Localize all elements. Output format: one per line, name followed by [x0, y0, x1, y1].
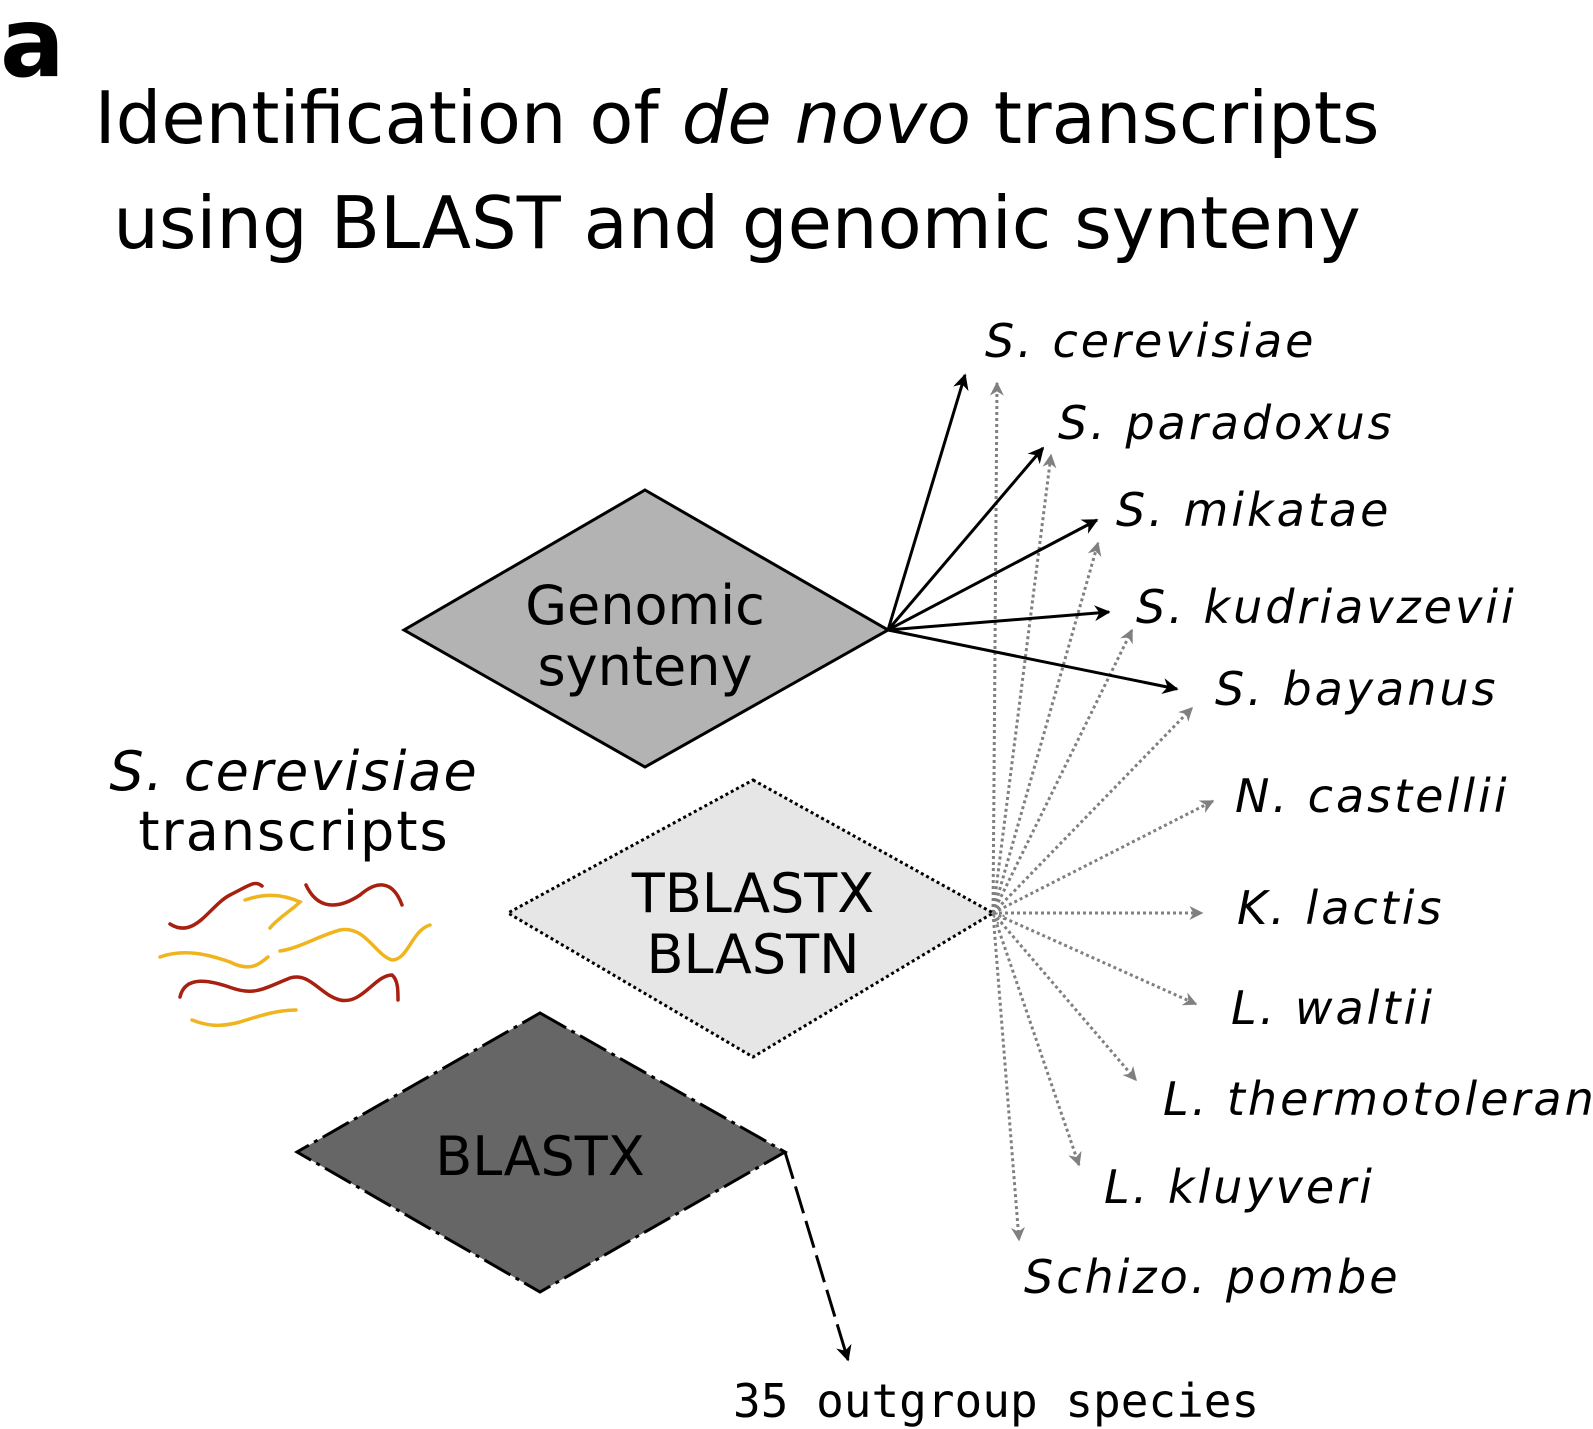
species-label: L. waltii [1231, 981, 1435, 1035]
blast-hub [993, 912, 1005, 924]
transcript-yellow-3 [278, 923, 432, 962]
synteny-arrows [886, 373, 1179, 694]
blastn-label: BLASTN [647, 923, 860, 986]
input-transcripts-label: transcripts [138, 800, 449, 863]
species-label: N. castellii [1235, 769, 1510, 823]
species-labels: S. cerevisiae S. paradoxus S. mikatae S.… [985, 314, 1593, 1304]
outgroup-label: 35 outgroup species [733, 1374, 1259, 1428]
species-label: S. kudriavzevii [1136, 580, 1517, 634]
blast-arrow-s-kudriavzevii [991, 628, 1134, 914]
species-label: S. cerevisiae [985, 314, 1317, 368]
title-line-1: Identification of de novo transcripts [94, 76, 1379, 160]
transcript-red-1 [168, 881, 264, 930]
genomic-synteny-label-1: Genomic [525, 574, 765, 637]
species-label: S. paradoxus [1058, 396, 1395, 450]
blast-arrows [989, 381, 1215, 1242]
synteny-arrow-s-mikatae [887, 518, 1099, 632]
title-line-1-italic: de novo [682, 76, 971, 160]
title-line-1-pre: Identification of [94, 76, 681, 160]
species-label: S. bayanus [1215, 662, 1499, 716]
blast-arrow-s-cerevisiae [989, 381, 1004, 914]
synteny-arrow-s-cerevisiae [886, 373, 969, 631]
blast-arrow-schizo-pombe [991, 912, 1025, 1242]
blast-arrow-s-bayanus [991, 706, 1194, 915]
species-label: S. mikatae [1116, 483, 1391, 537]
synteny-arrow-s-paradoxus [886, 446, 1045, 631]
title-line-2: using BLAST and genomic synteny [113, 181, 1361, 265]
panel-letter: a [0, 0, 65, 99]
transcript-yellow-1 [243, 893, 304, 930]
species-label: Schizo. pombe [1024, 1250, 1401, 1304]
blast-arrow-l-thermotolerans [991, 912, 1138, 1082]
species-label: L. thermotolerans [1163, 1072, 1593, 1126]
blastx-diamond [293, 1011, 789, 1294]
tblastx-blastn-diamond [504, 778, 997, 1059]
blast-arrow-n-castellii [992, 799, 1215, 915]
transcript-yellow-2 [158, 950, 270, 969]
synteny-arrow-s-bayanus [887, 628, 1179, 694]
genomic-synteny-label-2: synteny [538, 635, 753, 698]
transcript-yellow-4 [190, 1008, 298, 1028]
outgroup-arrow [783, 1151, 852, 1362]
blast-arrow-s-mikatae [991, 541, 1102, 914]
synteny-arrow-s-kudriavzevii [887, 605, 1111, 632]
tblastx-label: TBLASTX [631, 862, 875, 925]
blast-arrow-l-waltii [992, 911, 1198, 1006]
species-label: K. lactis [1237, 881, 1444, 935]
species-label: L. kluyveri [1104, 1160, 1375, 1214]
transcript-red-2 [304, 883, 404, 907]
blast-arrow-l-kluyveri [991, 912, 1082, 1167]
blast-arrow-s-paradoxus [991, 453, 1057, 914]
genomic-synteny-diamond [400, 488, 892, 769]
input-species-label: S. cerevisiae [109, 740, 478, 803]
title-line-1-post: transcripts [971, 76, 1380, 160]
blastx-label: BLASTX [435, 1125, 645, 1188]
transcript-red-3 [178, 973, 400, 1003]
transcript-squiggles [158, 881, 432, 1028]
